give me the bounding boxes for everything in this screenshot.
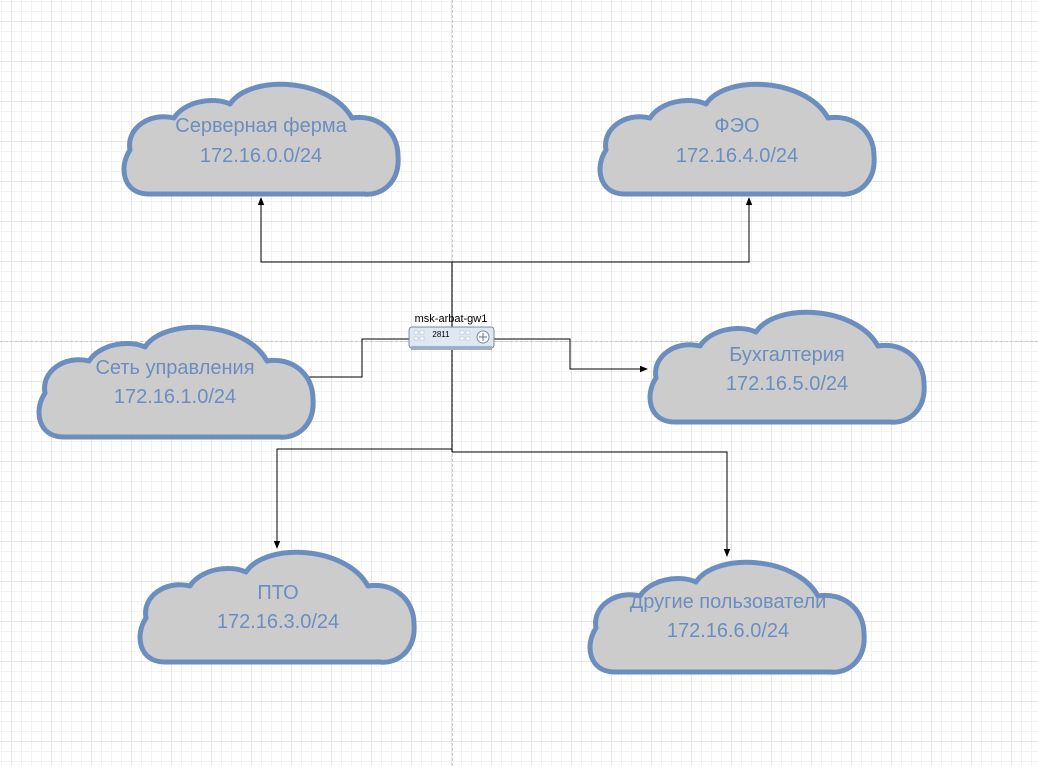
cloud-management[interactable]: Сеть управления 172.16.1.0/24 [39,327,313,437]
network-name: Сеть управления [95,357,254,379]
router-name: msk-arbat-gw1 [415,313,488,325]
link-management [273,338,411,381]
cloud-icon [600,84,874,194]
page-break-horizontal [0,341,1038,342]
network-name: Бухгалтерия [729,344,845,366]
cloud-accounting[interactable]: Бухгалтерия 172.16.5.0/24 [650,312,924,422]
router[interactable]: msk-arbat-gw1 2811 [408,313,495,350]
network-subnet: 172.16.0.0/24 [200,145,322,167]
network-name: Другие пользователи [630,591,827,613]
link-accounting [493,338,648,373]
link-server-farm [257,197,452,263]
links [257,197,753,557]
network-subnet: 172.16.4.0/24 [676,145,798,167]
network-subnet: 172.16.5.0/24 [726,373,848,395]
link-other-users [452,451,731,557]
router-model: 2811 [432,330,450,339]
cloud-other-users[interactable]: Другие пользователи 172.16.6.0/24 [590,562,864,672]
cloud-server-farm[interactable]: Серверная ферма 172.16.0.0/24 [124,84,398,194]
network-name: ПТО [257,582,298,604]
network-name: ФЭО [714,115,759,137]
network-name: Серверная ферма [175,115,347,137]
cloud-feo[interactable]: ФЭО 172.16.4.0/24 [600,84,874,194]
network-subnet: 172.16.1.0/24 [114,386,236,408]
cloud-icon [140,552,414,662]
network-subnet: 172.16.3.0/24 [217,611,339,633]
cloud-icon [124,84,398,194]
link-pto [273,448,452,549]
cloud-icon [590,562,864,672]
network-subnet: 172.16.6.0/24 [667,620,789,642]
cloud-icon [650,312,924,422]
link-feo [452,197,753,263]
router-icon [408,326,495,350]
cloud-icon [39,327,313,437]
cloud-pto[interactable]: ПТО 172.16.3.0/24 [140,552,414,662]
